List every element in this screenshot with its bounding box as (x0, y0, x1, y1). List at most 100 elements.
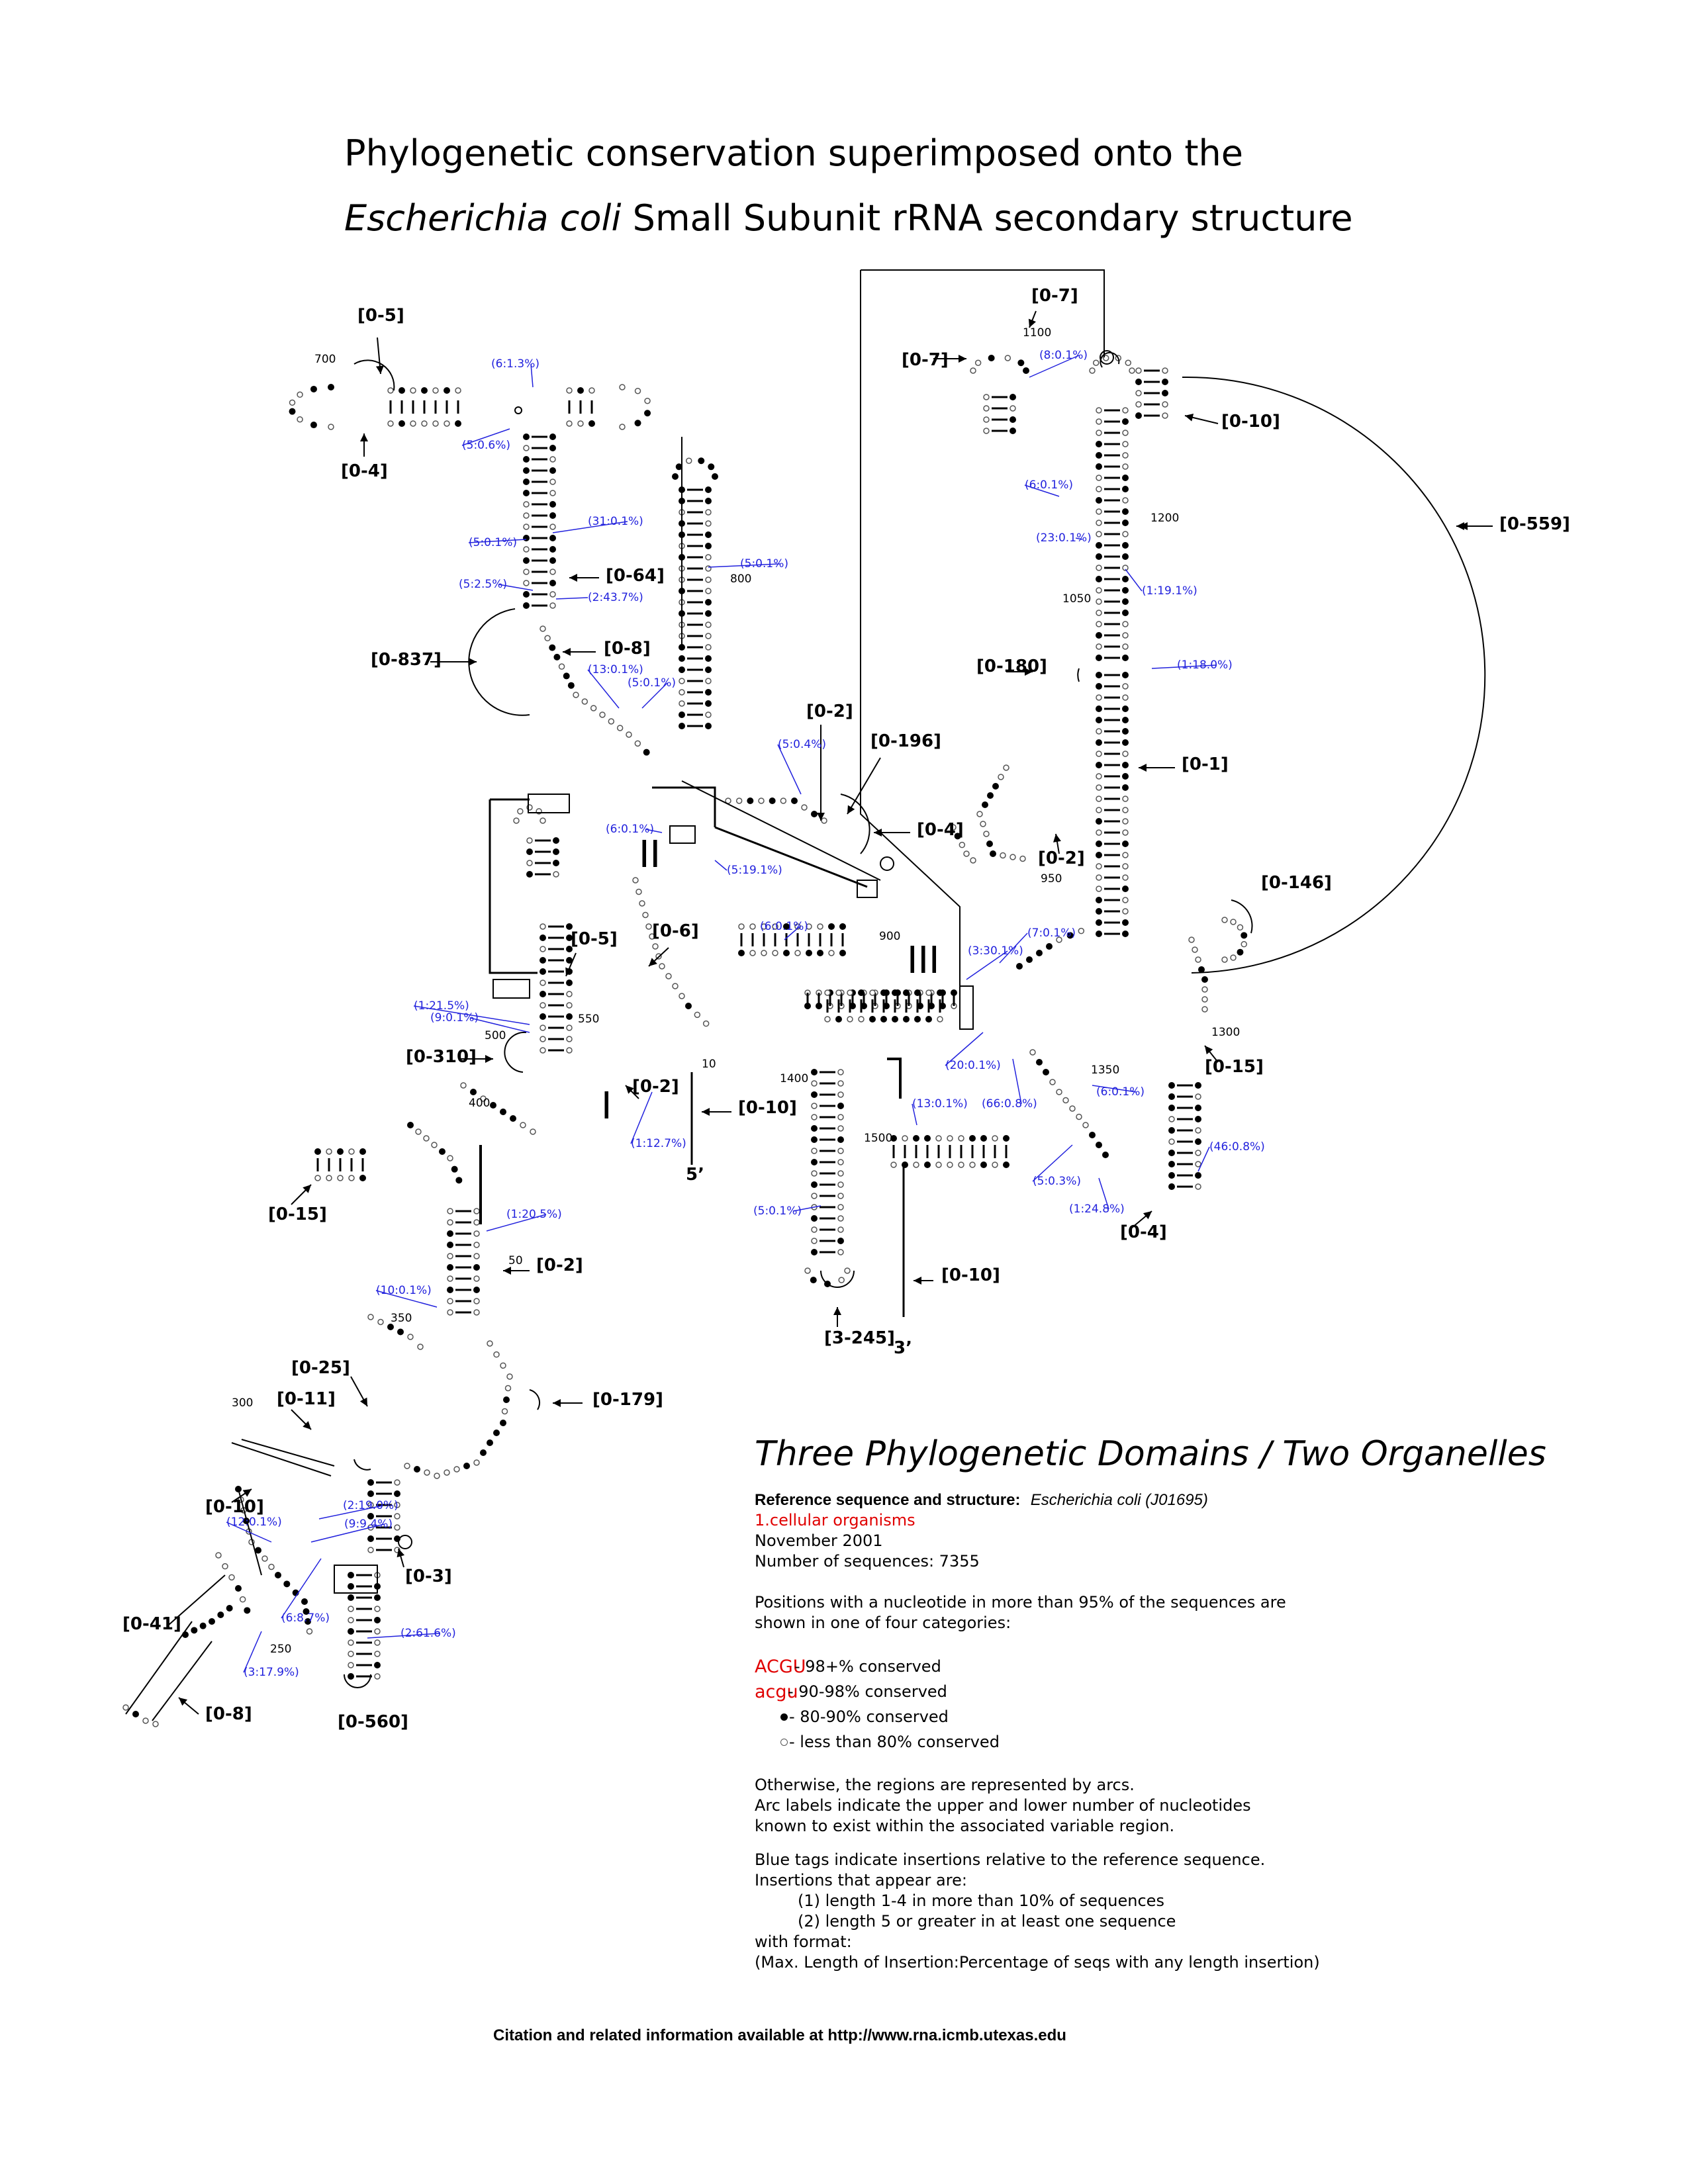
conserved-dot (588, 420, 595, 427)
base-pair-bond (1177, 1118, 1193, 1120)
conserved-dot (191, 1627, 198, 1634)
variable-circle (992, 1161, 998, 1168)
conserved-dot (407, 1122, 414, 1128)
variable-circle (473, 1253, 480, 1259)
insertion-tag: (1:21.5%) (414, 999, 469, 1013)
base-pair-bond (1104, 477, 1120, 479)
variable-circle (705, 509, 712, 516)
variable-circle (1096, 610, 1102, 616)
variable-circle (837, 1226, 844, 1233)
variable-circle (1125, 359, 1132, 366)
blue-tags-text: Blue tags indicate insertions relative t… (755, 1850, 1266, 1869)
tag-leader-line (1024, 484, 1060, 497)
conserved-dot (705, 486, 712, 493)
base-pair-bond (1104, 854, 1120, 856)
arc-label: [0-146] (1261, 873, 1332, 893)
arcs-text: Otherwise, the regions are represented b… (755, 1776, 1135, 1794)
variable-circle (432, 387, 439, 394)
insertion-tag: (31:0.1%) (588, 515, 643, 528)
conserved-dot (305, 1618, 311, 1625)
variable-circle (500, 1362, 506, 1369)
variable-circle (824, 989, 831, 996)
base-pair-bond (687, 646, 703, 649)
tag-leader-line (1012, 1058, 1022, 1105)
variable-circle (645, 923, 652, 930)
variable-circle (1122, 643, 1129, 650)
arrow-head (397, 1549, 405, 1558)
arc-label: [0-2] (1038, 848, 1085, 868)
variable-circle (444, 1469, 450, 1476)
variable-circle (824, 1016, 831, 1023)
date-text: November 2001 (755, 1531, 883, 1550)
variable-circle (685, 457, 692, 464)
base-pair-bond (1104, 544, 1120, 547)
base-pair-bond (960, 1145, 962, 1158)
conserved-dot (783, 950, 790, 956)
variable-circle (549, 602, 556, 609)
conserved-dot (1122, 418, 1129, 425)
arrow-head (626, 1085, 634, 1094)
variable-circle (963, 850, 970, 857)
conserved-dot (1096, 463, 1102, 470)
conserved-dot (937, 989, 943, 996)
base-pair-bond (376, 1549, 392, 1551)
conserved-dot (439, 1148, 445, 1155)
base-pair-bond (356, 1608, 372, 1610)
variable-circle (969, 1161, 976, 1168)
conserved-dot (1096, 632, 1102, 639)
variable-circle (566, 420, 573, 427)
legend-heading: Three Phylogenetic Domains / Two Organel… (755, 1434, 1546, 1474)
variable-circle (1122, 796, 1129, 802)
conserved-dot (810, 1277, 817, 1284)
conserved-dot (837, 1238, 844, 1244)
tag-leader-line (1032, 1144, 1073, 1182)
base-pair-bond (548, 948, 564, 950)
base-pair-bond (455, 1232, 471, 1235)
conserved-dot (839, 923, 846, 930)
variable-circle (122, 1704, 129, 1711)
variable-circle (487, 1340, 493, 1347)
base-pair-bond (829, 993, 831, 1006)
variable-circle (1135, 390, 1142, 396)
base-pair-bond (1104, 510, 1120, 513)
conserved-dot (374, 1594, 381, 1601)
conserved-dot (705, 498, 712, 504)
conserved-dot (698, 457, 705, 465)
variable-circle (504, 1385, 512, 1392)
variable-circle (811, 1226, 818, 1233)
base-pair-bond (820, 1161, 835, 1163)
variable-circle (837, 1181, 844, 1188)
variable-circle (1089, 367, 1096, 374)
arc-label: [0-2] (806, 702, 853, 721)
nucleotide-layer (122, 354, 1248, 1727)
base-pair-bond (455, 1255, 471, 1257)
conserved-dot (1043, 1069, 1049, 1075)
base-pair-bond (361, 1158, 364, 1171)
variable-circle (1096, 829, 1102, 836)
conserved-dot (811, 1125, 818, 1132)
base-pair-bond (1104, 488, 1120, 490)
variable-circle (1162, 412, 1168, 419)
tag-leader-line (281, 1558, 322, 1619)
conserved-dot (414, 1466, 420, 1473)
base-pair-bond (389, 400, 392, 414)
position-number: 1350 (1091, 1064, 1119, 1077)
variable-circle (539, 817, 546, 824)
arrow-head (179, 1698, 188, 1706)
base-pair-bond (1104, 865, 1120, 868)
base-pair-bond (992, 407, 1008, 410)
legend-symbol-lower: acgu (755, 1681, 798, 1702)
arc-label: [0-15] (1205, 1057, 1264, 1077)
position-number: 800 (730, 572, 751, 586)
variable-circle (1056, 936, 1062, 943)
base-pair-bond (915, 1145, 917, 1158)
variable-circle (588, 387, 595, 394)
arc-label: [0-7] (902, 350, 949, 370)
legend-desc: - 90-98% conserved (788, 1682, 947, 1701)
insertion-tag: (6:1.3%) (491, 357, 539, 371)
conserved-dot (705, 700, 712, 707)
variable-circle (473, 1219, 480, 1226)
base-pair-bond (1104, 578, 1120, 580)
variable-circle (837, 1159, 844, 1165)
base-pair-bond (820, 1071, 835, 1073)
